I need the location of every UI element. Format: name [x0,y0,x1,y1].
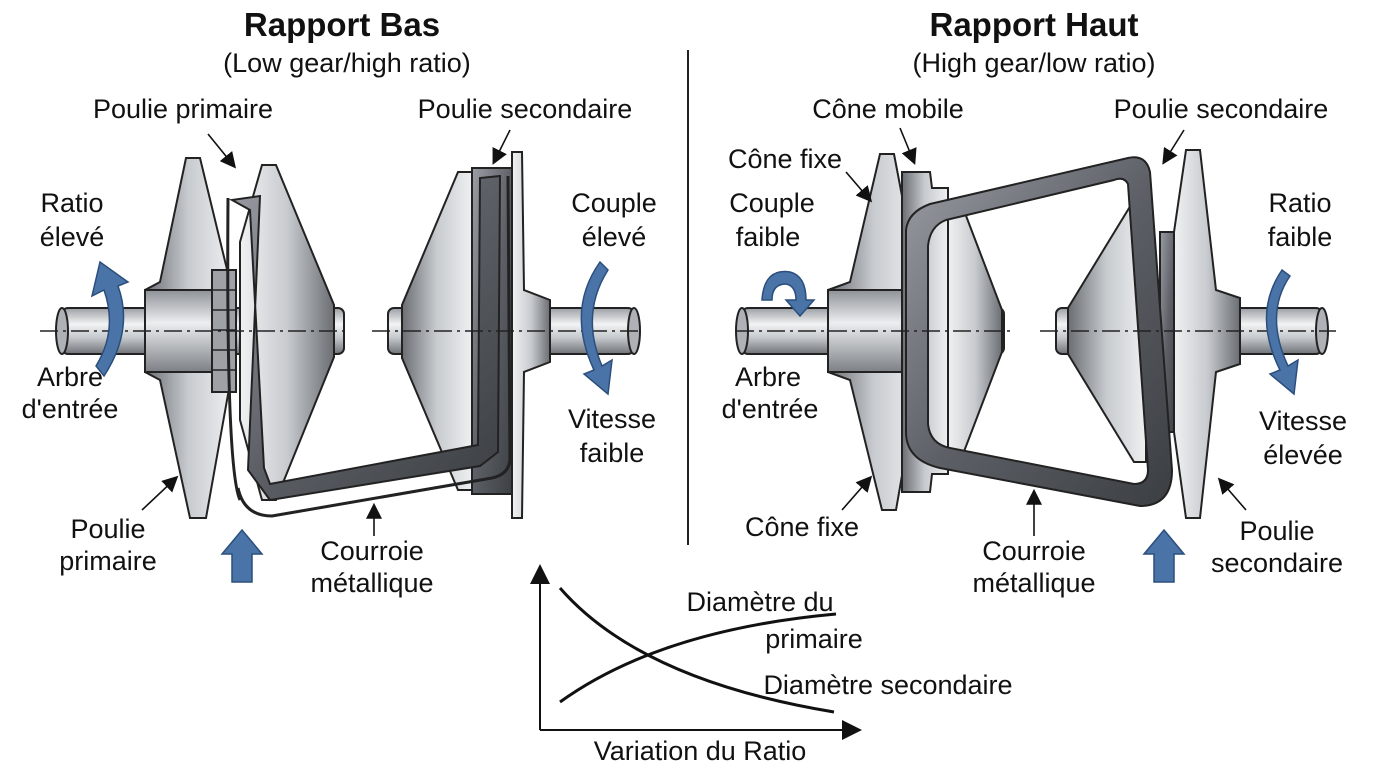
left-input-shaft-label-line2: d'entrée [22,394,119,424]
left-title: Rapport Bas [244,6,440,43]
left-ratio-label-line2: élevé [40,222,105,252]
right-push-up-arrow-icon [1142,528,1186,583]
graph-secondary-diameter-curve [558,587,835,714]
left-belt-label-line1: Courroie [320,536,424,566]
left-primary-pulley-bottom-label-line2: primaire [59,546,157,576]
graph-secondary-label: Diamètre secondaire [763,670,1012,700]
left-push-up-arrow-icon [220,528,264,583]
right-subtitle: (High gear/low ratio) [912,48,1155,78]
right-secondary-top-leader [1162,129,1185,165]
right-torque-rotation-arrow-icon [761,270,816,318]
right-panel: Rapport Haut (High gear/low ratio) [722,6,1347,598]
right-fixed-cone-bottom-leader [841,475,873,511]
left-speed-label-line1: Vitesse [568,404,656,434]
left-input-shaft-label-line1: Arbre [37,362,103,392]
right-fixed-cone-top-leader [845,171,873,203]
right-output-rotation-arrow-icon [1265,268,1299,396]
left-subtitle: (Low gear/high ratio) [223,48,471,78]
right-metal-belt [905,156,1174,508]
right-secondary-pulley-bottom-label-line2: secondaire [1211,548,1343,578]
right-secondary-pulley-top-label: Poulie secondaire [1114,94,1329,124]
left-metal-belt [226,174,512,518]
right-belt-label-line1: Courroie [982,536,1086,566]
graph-x-axis-label: Variation du Ratio [594,736,807,766]
right-input-shaft-label-line1: Arbre [735,362,801,392]
left-primary-bottom-leader [141,475,179,511]
left-belt-label-line2: métallique [310,568,433,598]
left-output-rotation-arrow-icon [580,260,613,396]
right-input-shaft-label-line2: d'entrée [722,394,819,424]
right-torque-label-line2: faible [736,222,801,252]
right-secondary-pulley-bottom-label-line1: Poulie [1239,516,1314,546]
right-ratio-label-line1: Ratio [1268,188,1331,218]
left-primary-pulley-top-label: Poulie primaire [93,94,273,124]
right-movable-cone-leader [899,127,917,165]
left-panel: Rapport Bas (Low gear/high ratio) [22,6,657,598]
left-secondary-top-leader [492,129,511,165]
right-secondary-bottom-leader [1217,477,1247,511]
right-fixed-cone-top-label: Cône fixe [728,144,842,174]
right-title: Rapport Haut [930,6,1139,43]
right-belt-label-line2: métallique [972,568,1095,598]
left-primary-top-leader [207,133,237,169]
ratio-graph: Diamètre du primaire Diamètre secondaire… [530,564,1013,766]
graph-primary-diameter-curve [559,612,837,704]
right-speed-label-line1: Vitesse [1259,406,1347,436]
graph-primary-label-line1: Diamètre du [686,587,833,617]
right-speed-label-line2: élevée [1263,440,1343,470]
graph-primary-label-line2: primaire [765,624,863,654]
right-ratio-label-line2: faible [1268,222,1333,252]
left-ratio-rotation-arrow-icon [90,260,130,378]
right-torque-label-line1: Couple [729,188,815,218]
left-ratio-label-line1: Ratio [40,188,103,218]
right-fixed-cone-bottom-label: Cône fixe [745,512,859,542]
left-speed-label-line2: faible [580,438,645,468]
left-secondary-pulley-top-label: Poulie secondaire [418,94,633,124]
right-movable-cone-label: Cône mobile [812,94,964,124]
left-primary-pulley-bottom-label-line1: Poulie [70,514,145,544]
left-torque-label-line2: élevé [582,222,647,252]
left-torque-label-line1: Couple [571,188,657,218]
